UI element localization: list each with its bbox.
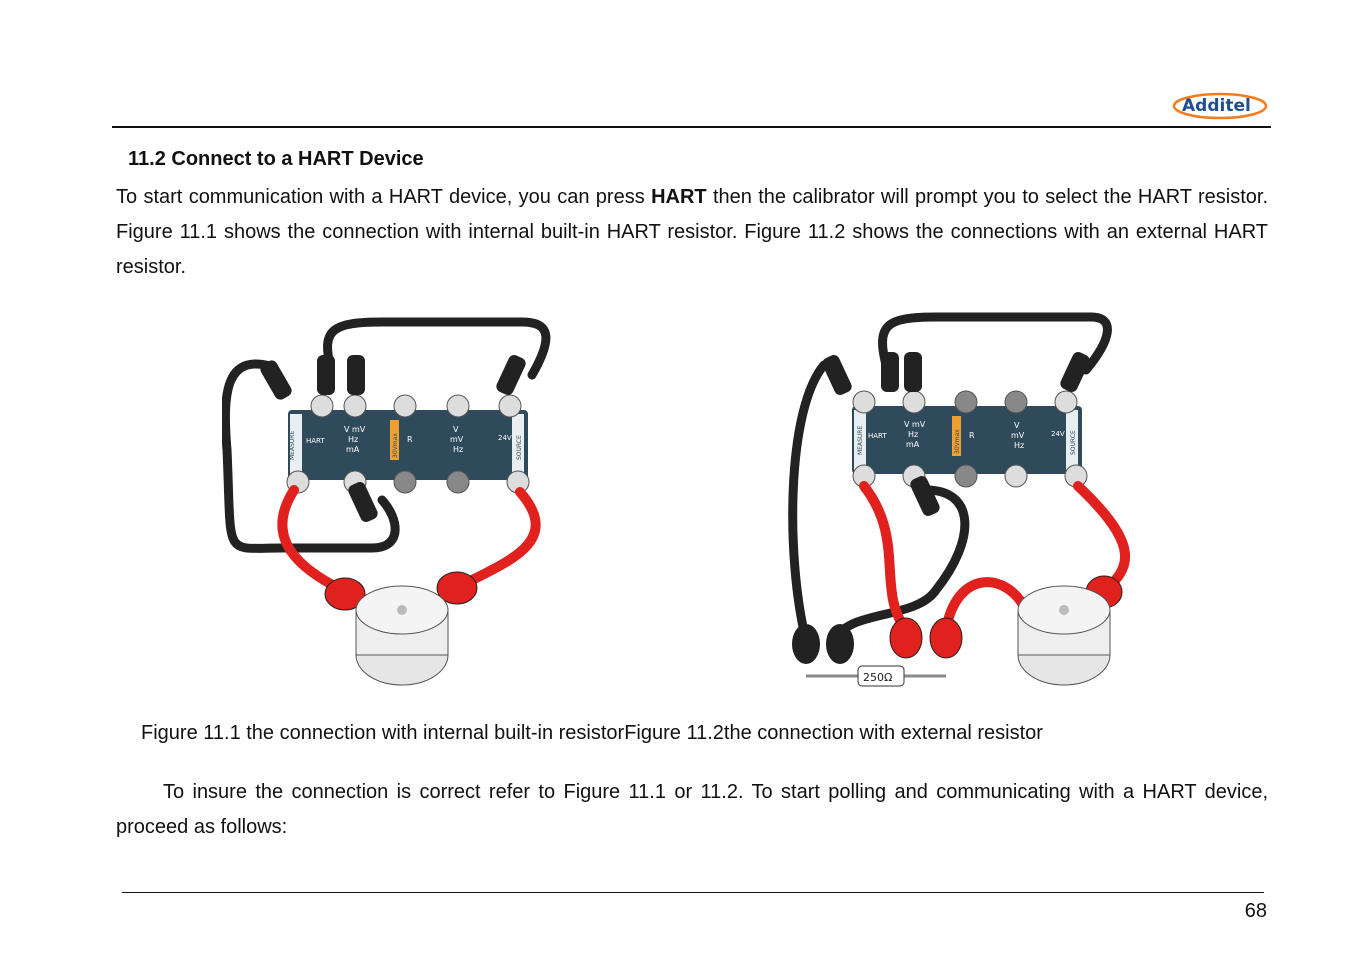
r-label: R bbox=[407, 435, 413, 444]
intro-text-start: To start communication with a HART devic… bbox=[116, 186, 652, 208]
mv-label: mV bbox=[1011, 431, 1025, 440]
hart-transmitter bbox=[355, 585, 449, 686]
r-label: R bbox=[969, 431, 975, 440]
calibrator-panel bbox=[288, 410, 528, 480]
black-plugs bbox=[822, 352, 1090, 516]
24v-label: 24V bbox=[1051, 430, 1065, 438]
max-voltage-label: 30Vmax bbox=[954, 429, 961, 454]
vmv-label: V mV bbox=[904, 420, 926, 429]
intro-paragraph: To start communication with a HART devic… bbox=[116, 180, 1268, 285]
intro-text-end: then the calibrator will prompt you to s… bbox=[116, 186, 1269, 278]
footer-rule bbox=[122, 892, 1264, 893]
red-lead-to-transmitter bbox=[941, 577, 1031, 635]
black-lead-loop bbox=[222, 359, 400, 553]
ma-label: mA bbox=[906, 440, 920, 449]
additel-logo: Additel bbox=[1172, 92, 1268, 120]
black-lead-long bbox=[788, 360, 829, 645]
red-lead-right bbox=[457, 487, 541, 590]
calibrator-panel bbox=[852, 406, 1082, 474]
bottom-terminals bbox=[286, 470, 530, 494]
hart-key-label: HART bbox=[651, 186, 707, 208]
ma-label: mA bbox=[346, 445, 360, 454]
figure-11-2-external-resistor: MEASURE SOURCE HART V mV Hz mA 30Vmax R … bbox=[788, 312, 1131, 687]
instructions-paragraph: To insure the connection is correct refe… bbox=[116, 781, 1268, 838]
page-number: 68 bbox=[1244, 900, 1267, 922]
black-lead-top bbox=[323, 317, 551, 380]
external-250-ohm-resistor: 250Ω bbox=[806, 665, 946, 687]
hart-label: HART bbox=[306, 437, 325, 445]
black-lead-top bbox=[878, 312, 1112, 375]
red-lead-right bbox=[1073, 481, 1131, 595]
source-label: SOURCE bbox=[516, 435, 523, 460]
hart-label: HART bbox=[868, 432, 887, 440]
red-lead-left bbox=[859, 481, 911, 635]
measure-label: MEASURE bbox=[289, 431, 296, 460]
hart-transmitter bbox=[1017, 585, 1111, 686]
source-hz-label: Hz bbox=[453, 445, 463, 454]
logo-text: Additel bbox=[1182, 96, 1251, 116]
v-label: V bbox=[1014, 421, 1020, 430]
vmv-label: V mV bbox=[344, 425, 366, 434]
black-lead-middle bbox=[831, 485, 970, 645]
section-heading: 11.2 Connect to a HART Device bbox=[128, 148, 424, 170]
hz-label: Hz bbox=[348, 435, 358, 444]
hz-label: Hz bbox=[908, 430, 918, 439]
figure-11-1-internal-resistor: MEASURE SOURCE HART V mV Hz mA 30Vmax R … bbox=[222, 317, 551, 686]
source-hz-label: Hz bbox=[1014, 441, 1024, 450]
measure-label: MEASURE bbox=[857, 426, 864, 455]
top-terminals bbox=[310, 394, 522, 418]
source-label: SOURCE bbox=[1070, 430, 1077, 455]
24v-label: 24V bbox=[498, 434, 512, 442]
black-plugs bbox=[260, 355, 526, 522]
figure-caption: Figure 11.1 the connection with internal… bbox=[141, 722, 1043, 744]
mv-label: mV bbox=[450, 435, 464, 444]
resistor-label: 250Ω bbox=[863, 671, 892, 684]
red-lead-left bbox=[277, 485, 347, 595]
v-label: V bbox=[453, 425, 459, 434]
max-voltage-label: 30Vmax bbox=[392, 433, 399, 458]
top-terminals bbox=[852, 390, 1078, 414]
header-rule bbox=[112, 126, 1271, 128]
